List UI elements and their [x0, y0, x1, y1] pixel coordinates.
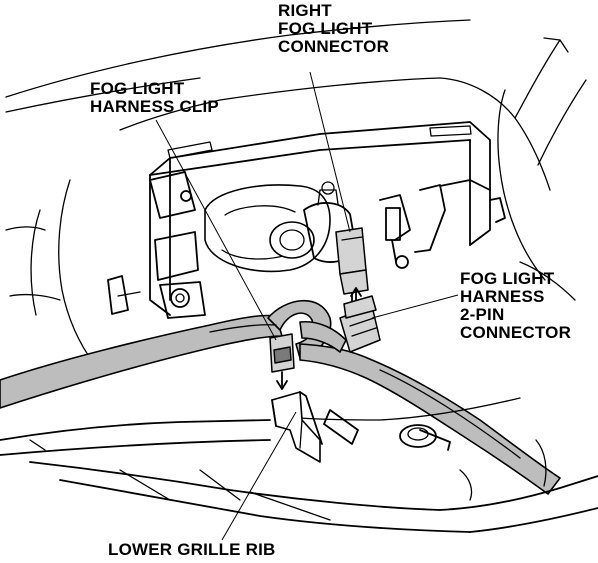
leader-right-fog-light-connector — [309, 71, 351, 233]
fog-light-harness — [0, 299, 561, 495]
label-line: FOG LIGHT — [90, 79, 185, 98]
label-lower-grille-rib: LOWER GRILLE RIB — [108, 540, 276, 559]
right-fog-light-connector-part — [335, 227, 369, 311]
lower-grille — [0, 397, 598, 533]
label-line: CONNECTOR — [278, 37, 390, 56]
lower-grille-rib-part — [271, 391, 323, 463]
fog-light-bracket — [107, 121, 506, 319]
label-right-fog-light-connector: RIGHT FOG LIGHT CONNECTOR — [278, 2, 389, 56]
label-line: HARNESS CLIP — [90, 97, 219, 116]
label-line: RIGHT — [278, 1, 332, 20]
label-fog-light-harness-2pin-connector: FOG LIGHT HARNESS 2-PIN CONNECTOR — [460, 270, 571, 342]
label-line: HARNESS — [460, 287, 545, 306]
label-fog-light-harness-clip: FOG LIGHT HARNESS CLIP — [90, 80, 219, 116]
leader-lower-grille-rib — [221, 411, 297, 541]
leader-lines — [155, 71, 459, 541]
leader-2pin-connector — [371, 294, 459, 319]
label-line: 2-PIN — [460, 305, 505, 324]
label-line: CONNECTOR — [460, 323, 572, 342]
bumper-upper-outline — [5, 19, 587, 366]
label-line: FOG LIGHT — [278, 19, 373, 38]
fog-light-harness-2pin-connector-part — [339, 287, 381, 353]
leader-fog-light-harness-clip — [155, 119, 277, 341]
fog-light-harness-clip-part — [269, 333, 295, 390]
label-line: FOG LIGHT — [460, 269, 555, 288]
